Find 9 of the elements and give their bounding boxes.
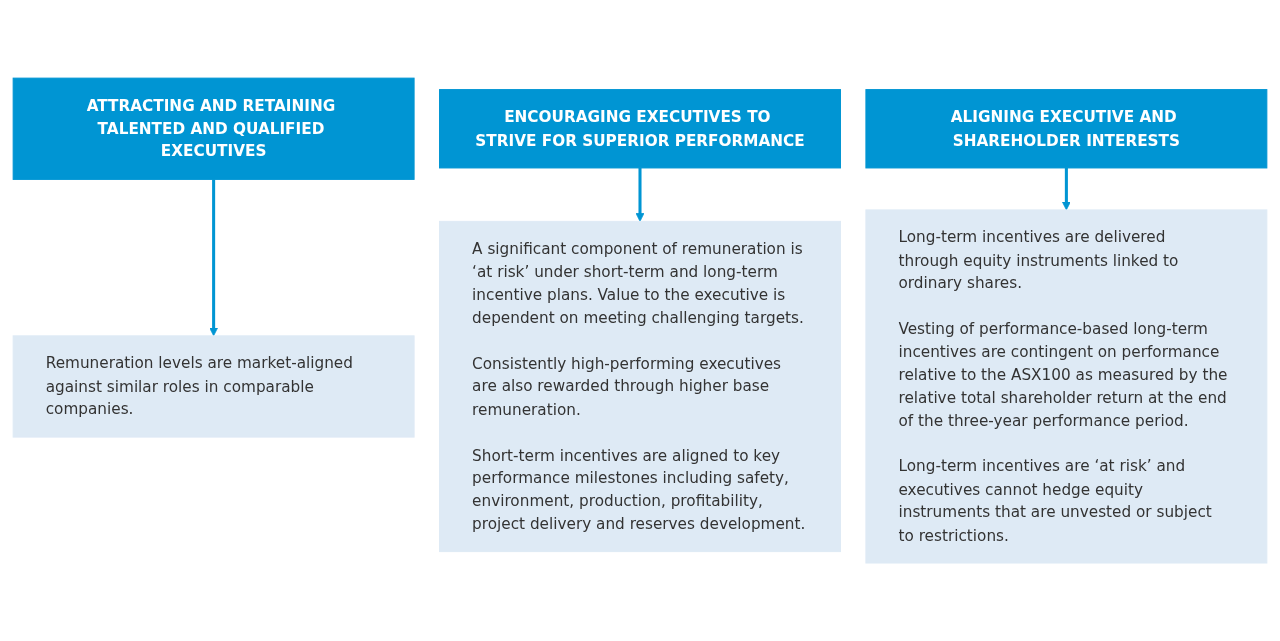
node-box: ENCOURAGING EXECUTIVES TO STRIVE FOR SUPERIOR PERFORMANCE	[439, 89, 841, 169]
node-box: Long-term incentives are delivered through equity instruments linked to ordinary shares. Vesting of performance-based long-term incentives are contingent on performance relative to the ASX100 as measured by the relative total shareholder return at the end of the three-year performance period. Long-term incentives are ‘at risk’ and executives cannot hedge equity instruments that are unvested or subject to restrictions.	[865, 209, 1268, 564]
node-box: ALIGNING EXECUTIVE AND SHAREHOLDER INTERESTS	[865, 89, 1268, 169]
arrow	[209, 179, 219, 337]
node-box: ATTRACTING AND RETAINING TALENTED AND QUALIFIED EXECUTIVES	[12, 77, 415, 180]
node-box: A significant component of remuneration is ‘at risk’ under short-term and long-term incentive plans. Value to the executive is dependent on meeting challenging targets. Consistently high-performing executives are also rewarded through higher base remuneration. Short-term incentives are aligned to key performance milestones including safety, environment, production, profitability, project delivery and reserves development.	[439, 220, 841, 552]
arrow	[635, 167, 645, 222]
arrow	[1061, 167, 1071, 211]
node-box: Remuneration levels are market-aligned against similar roles in comparable companies.	[12, 335, 415, 438]
